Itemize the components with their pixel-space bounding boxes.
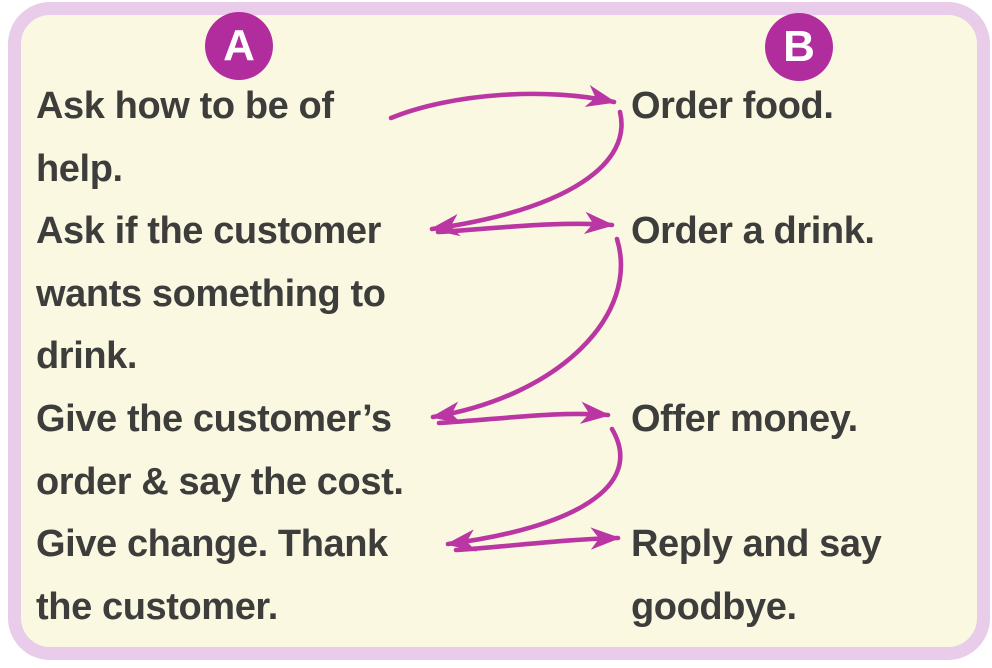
column-a-label: A — [223, 21, 255, 70]
list-item-a1-line1: Ask how to be of — [36, 85, 334, 127]
list-item-b2-line1: Order a drink. — [631, 210, 875, 252]
list-item-b4-line1: Reply and say — [631, 523, 882, 565]
list-item-b1: Order food. — [631, 75, 834, 138]
list-item-b1-line1: Order food. — [631, 85, 834, 127]
list-item-a1: Ask how to be of help. — [36, 75, 334, 200]
list-item-a2-line1: Ask if the customer — [36, 210, 382, 252]
list-item-b4: Reply and say goodbye. — [631, 513, 882, 638]
list-item-a3: Give the customer’s order & say the cost… — [36, 388, 404, 513]
list-item-a1-line2: help. — [36, 147, 123, 190]
column-b-badge: B — [765, 13, 833, 81]
list-item-b3: Offer money. — [631, 388, 858, 451]
list-item-a4-line2: the customer. — [36, 585, 278, 628]
list-item-a2-line3: drink. — [36, 335, 138, 377]
list-item-a4-line1: Give change. Thank — [36, 523, 388, 565]
column-a-badge: A — [205, 12, 273, 80]
column-b-label: B — [783, 22, 815, 71]
list-item-a3-line2: order & say the cost. — [36, 460, 404, 503]
list-item-b3-line1: Offer money. — [631, 398, 858, 440]
list-item-a2: Ask if the customer wants something to d… — [36, 200, 386, 388]
list-item-a2-line2: wants something to — [36, 272, 386, 315]
list-item-a4: Give change. Thank the customer. — [36, 513, 388, 638]
list-item-b2: Order a drink. — [631, 200, 875, 263]
list-item-b4-line2: goodbye. — [631, 585, 797, 628]
list-item-a3-line1: Give the customer’s — [36, 398, 392, 440]
